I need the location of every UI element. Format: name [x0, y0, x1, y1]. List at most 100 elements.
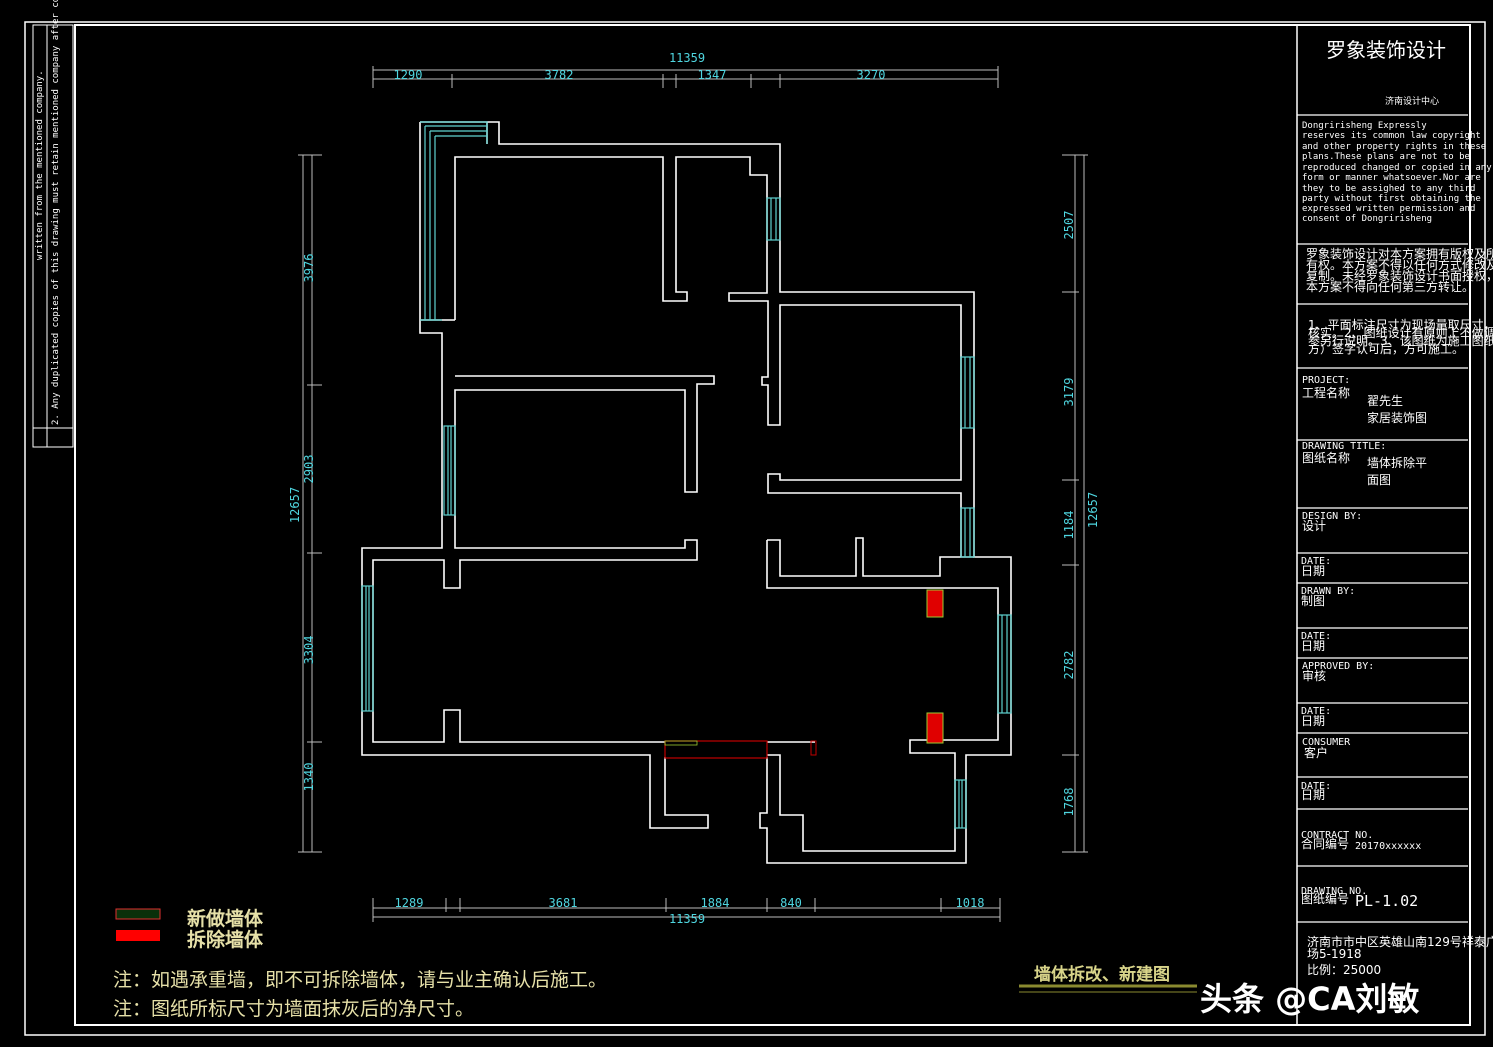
dimensions: 11359 1290 3782 1347 3270 1289 3681 1884…: [288, 51, 1100, 926]
dim-right: 1768: [1062, 788, 1076, 817]
branch-name: 济南设计中心: [1385, 95, 1439, 107]
demolish-wall-outline: [664, 740, 768, 759]
date-label: DATE:: [1301, 706, 1331, 717]
legend-demolish-wall: 拆除墙体: [187, 928, 264, 951]
copyright-en-line: Dongririsheng Expressly: [1302, 121, 1427, 131]
copyright-en-line: reproduced changed or copied in any: [1302, 163, 1492, 173]
dim-left: 3976: [302, 254, 316, 283]
demolish-wall-outline: [810, 740, 817, 756]
windows: [361, 121, 1012, 829]
note-line: 注：图纸所标尺寸为墙面抹灰后的净尺寸。: [113, 998, 474, 1020]
note-cn-line: 核实。2、图纸设计有原则上不做调整，如有变化，: [1308, 325, 1493, 340]
legend-new-wall: 新做墙体: [187, 907, 264, 930]
project-value: 翟先生: [1367, 394, 1403, 408]
walls: [361, 121, 1012, 864]
contract-label: CONTRACT NO.: [1301, 830, 1373, 841]
dim-top: 1290: [394, 68, 423, 82]
dim-left: 1340: [302, 763, 316, 792]
title-block: 罗象装饰设计 济南设计中心 Dongririsheng Expressly re…: [1296, 25, 1493, 1025]
copyright-en-line: form or manner whatsoever.Nor are: [1302, 173, 1481, 183]
copyright-en-line: and other property rights in these: [1302, 142, 1486, 152]
dim-right: 2507: [1062, 211, 1076, 240]
project-sub: 工程名称: [1302, 385, 1350, 400]
date-sub: 日期: [1301, 788, 1325, 802]
copyright-cn-line: 复制。未经罗象装饰设计书面授权，: [1306, 268, 1493, 283]
window: [960, 356, 975, 429]
drawing-border: [74, 24, 1471, 1026]
demolish-wall-block: [926, 712, 944, 744]
window: [443, 425, 456, 516]
design-by-sub: 设计: [1302, 519, 1326, 533]
drawing-caption: 墙体拆改、新建图: [1034, 964, 1170, 985]
dim-top: 3782: [545, 68, 574, 82]
drawn-by-sub: 制图: [1301, 594, 1325, 608]
contract-sub: 合同编号: [1301, 836, 1349, 851]
window: [997, 614, 1012, 714]
balcony-window: [420, 121, 488, 321]
drawing-title-label: DRAWING TITLE:: [1302, 441, 1386, 452]
note-line: 注：如遇承重墙，即不可拆除墙体，请与业主确认后施工。: [113, 969, 607, 991]
dim-left: 3304: [302, 636, 316, 665]
dim-top: 3270: [857, 68, 886, 82]
dim-top-total: 11359: [669, 51, 705, 65]
copyright-en-line: expressed written permission and: [1302, 204, 1475, 214]
copyright-en-line: plans.These plans are not to be: [1302, 152, 1470, 162]
project-label: PROJECT:: [1302, 375, 1350, 386]
approved-by-sub: 审核: [1302, 668, 1326, 683]
side-text-2: 2. Any duplicated copies of this drawing…: [51, 0, 61, 425]
dim-bottom: 840: [780, 896, 802, 910]
note-cn-line: 1、平面标注尺寸为现场量取尺寸，如有差异，作现场: [1308, 317, 1493, 332]
dim-bottom: 1018: [956, 896, 985, 910]
copyright-cn-line: 罗象装饰设计对本方案拥有版权及所: [1306, 246, 1493, 261]
note-cn-line: 方）签字认可后，方可施工。: [1308, 341, 1464, 356]
dim-right-total: 12657: [1086, 492, 1100, 528]
outer-frame: [24, 21, 1486, 1036]
dim-bottom: 1884: [701, 896, 730, 910]
drawing-title-value: 面图: [1367, 473, 1391, 487]
contract-value: 20170xxxxxx: [1355, 841, 1421, 852]
project-value: 家居装饰图: [1367, 410, 1427, 425]
date-sub: 日期: [1301, 714, 1325, 728]
date-label: DATE:: [1301, 556, 1331, 567]
copyright-cn-line: 有权。本方案不得以任何方式修改及: [1306, 257, 1493, 272]
floor-plan: [361, 121, 1012, 864]
address-line: 场5-1918: [1307, 947, 1362, 961]
copyright-en-line: party without first obtaining the: [1302, 194, 1481, 204]
dim-right: 3179: [1062, 378, 1076, 407]
copyright-en-line: consent of Dongririsheng: [1302, 214, 1432, 224]
date-label: DATE:: [1301, 631, 1331, 642]
watermark: 头条 @CA刘敏: [1200, 980, 1419, 1018]
new-wall-segment: [664, 740, 698, 746]
dim-bottom-total: 11359: [669, 912, 705, 926]
new-wall-swatch: [115, 908, 161, 920]
dim-right: 1184: [1062, 511, 1076, 540]
demolish-walls: [664, 589, 944, 759]
copyright-en-line: they to be assighed to any third: [1302, 184, 1475, 194]
window: [960, 507, 975, 558]
dim-bottom: 3681: [549, 896, 578, 910]
window: [361, 585, 374, 712]
consumer-sub: 客户: [1304, 745, 1328, 760]
drawing-title-sub: 图纸名称: [1302, 450, 1350, 465]
scale-text: 比例：25000: [1307, 963, 1381, 977]
note-cn-line: 参另行说明。3、该图纸为施工图纸，双方（设计和甲: [1308, 333, 1493, 348]
address-line: 济南市市中区英雄山南129号祥泰广: [1307, 934, 1493, 949]
legend: 新做墙体 拆除墙体: [115, 907, 264, 951]
dim-right: 2782: [1062, 651, 1076, 680]
date-label: DATE:: [1301, 781, 1331, 792]
side-strip: written from the mentioned company. 2. A…: [32, 0, 74, 448]
window: [766, 197, 781, 241]
consumer-label: CONSUMER: [1302, 737, 1351, 748]
approved-by-label: APPROVED BY:: [1302, 661, 1374, 672]
date-sub: 日期: [1301, 639, 1325, 653]
drawing-no-sub: 图纸编号: [1301, 891, 1349, 906]
dim-left-total: 12657: [288, 487, 302, 523]
drawing-no-label: DRAWING NO.: [1301, 886, 1367, 897]
dim-top: 1347: [698, 68, 727, 82]
design-by-label: DESIGN BY:: [1302, 511, 1362, 522]
company-name: 罗象装饰设计: [1326, 38, 1446, 62]
window: [954, 779, 967, 829]
dim-left: 2903: [302, 455, 316, 484]
dim-bottom: 1289: [395, 896, 424, 910]
